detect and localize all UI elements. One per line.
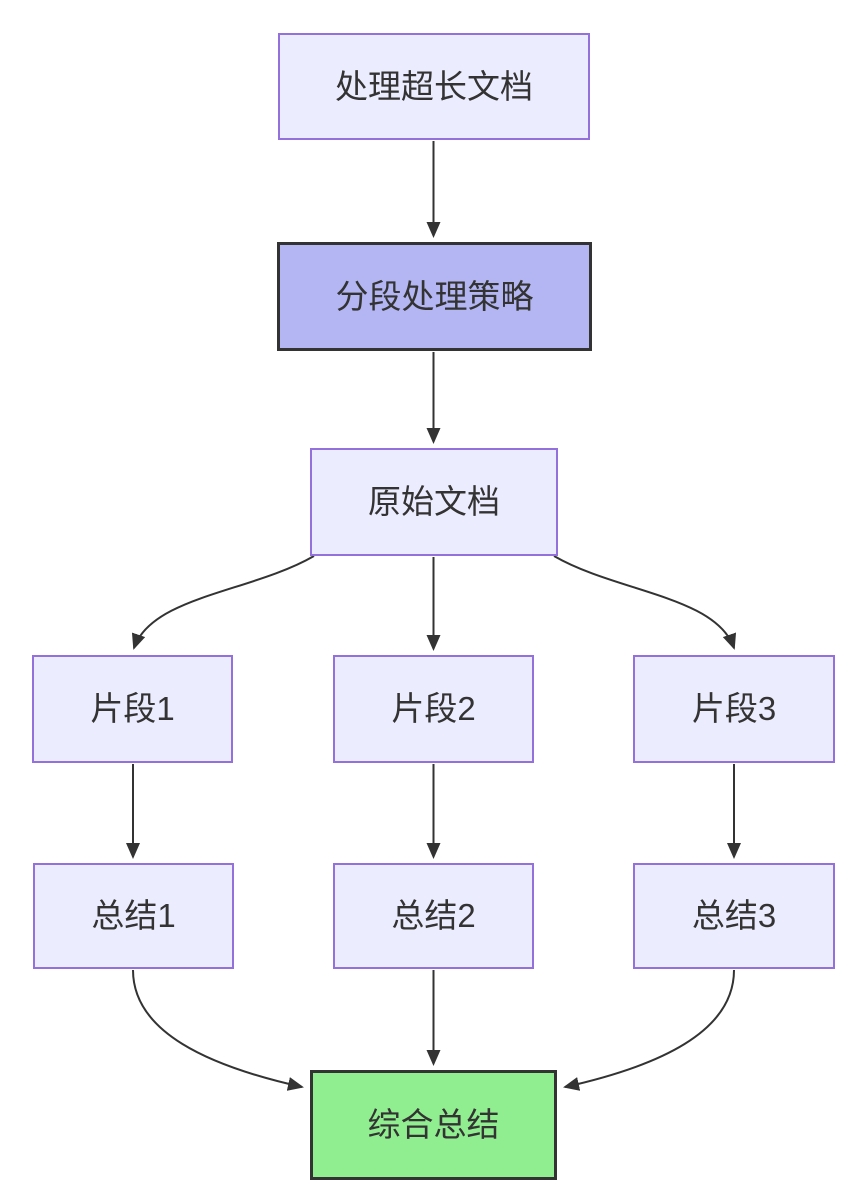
- node-summary-2: 总结2: [333, 863, 534, 969]
- node-original-doc: 原始文档: [310, 448, 558, 556]
- node-fragment-3-label: 片段3: [691, 690, 777, 728]
- edge-summary1-to-final: [132, 969, 304, 1091]
- node-segmentation-strategy: 分段处理策略: [277, 242, 592, 351]
- edge-original-to-fragment1: [131, 555, 315, 650]
- node-summary-3: 总结3: [633, 863, 835, 969]
- node-segmentation-strategy-label: 分段处理策略: [335, 277, 534, 315]
- node-process-long-doc: 处理超长文档: [278, 33, 590, 140]
- node-fragment-2: 片段2: [333, 655, 534, 763]
- node-summary-1-label: 总结1: [91, 897, 176, 935]
- node-summary-1: 总结1: [33, 863, 234, 969]
- node-final-summary-label: 综合总结: [367, 1106, 500, 1144]
- node-final-summary: 综合总结: [310, 1070, 557, 1180]
- node-fragment-1-label: 片段1: [90, 690, 175, 728]
- node-process-long-doc-label: 处理超长文档: [335, 67, 533, 105]
- node-original-doc-label: 原始文档: [368, 483, 500, 521]
- node-fragment-1: 片段1: [32, 655, 233, 763]
- node-fragment-3: 片段3: [633, 655, 835, 763]
- node-summary-2-label: 总结2: [391, 897, 476, 935]
- edge-original-to-fragment3: [553, 555, 737, 650]
- edge-summary3-to-final: [563, 969, 735, 1091]
- node-summary-3-label: 总结3: [691, 897, 777, 935]
- node-fragment-2-label: 片段2: [391, 690, 476, 728]
